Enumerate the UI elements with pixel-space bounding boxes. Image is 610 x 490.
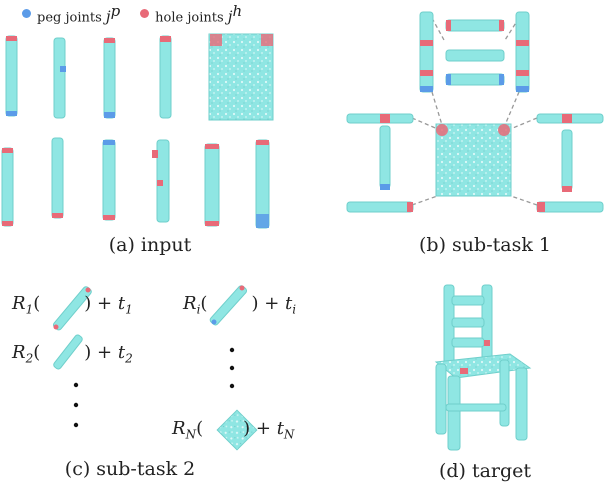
chair-back-rail-1 [451, 295, 485, 306]
subtask2-part-n [216, 409, 258, 451]
subtask1-rail-2 [445, 49, 505, 62]
hole-joint-legend: hole joints jh [155, 2, 243, 26]
subtask2-parts [52, 285, 258, 451]
peg-joint-legend: peg joints jp [37, 2, 121, 26]
chair-leg-front-right [515, 367, 528, 441]
expr-r1: R1() + t1 [12, 293, 133, 317]
subtask1-right-bottom-bar [536, 201, 604, 213]
peg-joint-dot [22, 9, 31, 19]
caption-input: (a) input [108, 234, 192, 256]
subtask1-right-post [515, 11, 530, 93]
input-joints [2, 34, 273, 228]
input-peg-6 [51, 137, 64, 219]
subtask2-joints [53, 285, 245, 330]
expr-ri: Ri() + ti [183, 293, 297, 317]
input-seat [208, 33, 274, 121]
expr-rn: RN() + tN [172, 418, 295, 442]
subtask1-left-bottom-bar [346, 201, 414, 213]
caption-subtask2: (c) sub-task 2 [64, 458, 196, 480]
subtask1-left-strut [379, 125, 391, 189]
chair-stretcher [445, 403, 507, 412]
input-panel [1, 33, 274, 229]
caption-target: (d) target [438, 460, 532, 482]
subtask1-left-post [419, 11, 434, 93]
subtask1-panel [346, 11, 604, 213]
chair-leg-front-left [447, 375, 461, 451]
subtask1-connectors [411, 17, 538, 206]
subtask1-joints [380, 20, 572, 212]
chair-leg-back-right [499, 359, 510, 427]
input-peg-4 [159, 35, 172, 119]
subtask1-right-strut [561, 129, 573, 191]
input-peg-3 [103, 37, 116, 119]
target-chair [434, 284, 532, 451]
chair-back-rail-2 [451, 317, 485, 328]
caption-subtask1: (b) sub-task 1 [419, 234, 551, 256]
ellipsis-dots [73, 347, 235, 428]
input-peg-7 [102, 139, 116, 221]
input-peg-9 [204, 143, 220, 227]
subtask1-seat [435, 123, 512, 197]
hole-joint-dot [140, 9, 150, 19]
chair-back-rail-3 [451, 337, 485, 348]
subtask2-part-2 [53, 334, 83, 370]
input-peg-2 [53, 37, 66, 119]
subtask1-rail-3 [445, 73, 505, 86]
subtask1-rail-1 [445, 19, 505, 32]
chair-leg-back-left [435, 363, 447, 435]
target-joints [460, 340, 490, 374]
legend: peg joints jp hole joints jh [22, 2, 256, 25]
input-peg-5 [1, 147, 14, 227]
expr-r2: R2() + t2 [12, 342, 133, 366]
input-peg-1 [5, 35, 18, 117]
